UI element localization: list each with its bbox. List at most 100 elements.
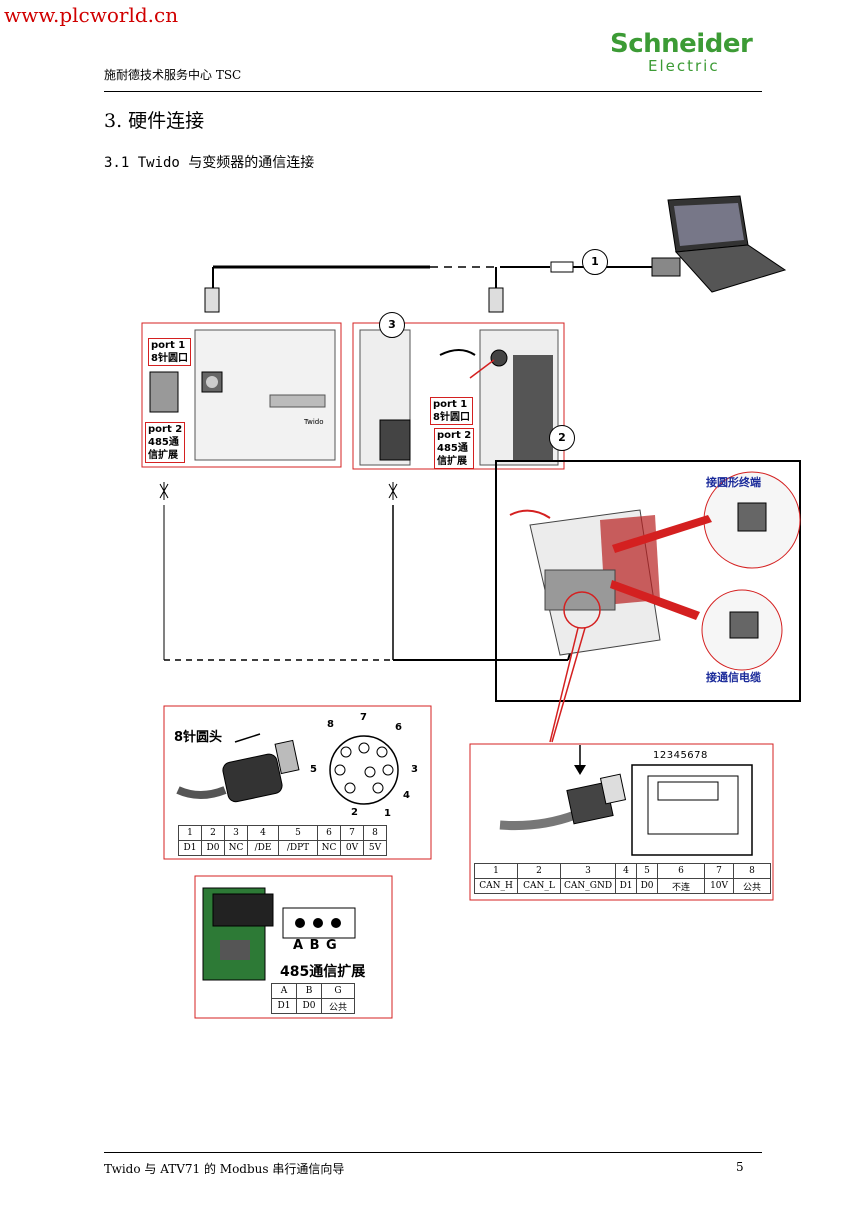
table-cell: 8 xyxy=(363,825,387,841)
table-cell: NC xyxy=(224,840,248,856)
section-title: 3. 硬件连接 xyxy=(104,110,205,132)
table-cell: 3 xyxy=(559,863,617,879)
table-cell: 5V xyxy=(363,840,387,856)
table-cell: 1 xyxy=(474,863,518,879)
right-port2-label: port 2 485通 信扩展 xyxy=(434,428,475,469)
rs485-module-board xyxy=(202,887,274,981)
footer-divider xyxy=(104,1152,762,1153)
table-cell: CAN_GND xyxy=(559,878,617,894)
pin-table-8pin: 1 2 3 4 5 6 7 8 D1 D0 NC /DE /DPT NC 0V … xyxy=(178,825,387,856)
connector-8pin-label: 8针圆头 xyxy=(174,730,223,745)
din-pin-5: 5 xyxy=(310,764,317,775)
table-cell: 4 xyxy=(615,863,638,879)
rj45-frame xyxy=(469,743,774,901)
table-row: 1 2 3 4 5 6 7 8 xyxy=(474,863,772,879)
din-pin-4: 4 xyxy=(403,790,410,801)
footer-title: Twido 与 ATV71 的 Modbus 串行通信向导 xyxy=(104,1162,345,1176)
logo-line1: Schneider xyxy=(610,29,753,59)
table-cell: 7 xyxy=(704,863,735,879)
header-text: 施耐德技术服务中心 TSC xyxy=(104,68,242,82)
cable-plug-left xyxy=(204,287,220,313)
module-485-label: 485通信扩展 xyxy=(280,964,366,980)
table-row: 1 2 3 4 5 6 7 8 xyxy=(178,825,387,841)
din-pin-1: 1 xyxy=(384,808,391,819)
module-485-frame xyxy=(194,875,393,1019)
table-cell: D0 xyxy=(296,998,322,1014)
table-cell: 6 xyxy=(657,863,706,879)
table-cell: 0V xyxy=(340,840,364,856)
table-cell: 8 xyxy=(733,863,772,879)
table-row: A B G xyxy=(271,983,355,999)
table-cell: D1 xyxy=(271,998,297,1014)
callout-3: 3 xyxy=(379,312,405,338)
table-cell: 6 xyxy=(317,825,341,841)
table-row: D1 D0 公共 xyxy=(271,998,355,1014)
table-cell: 不连 xyxy=(657,878,706,894)
din-pin-7: 7 xyxy=(360,712,367,723)
table-cell: D1 xyxy=(178,840,202,856)
logo-line2: Electric xyxy=(648,57,720,75)
din-pin-6: 6 xyxy=(395,722,402,733)
din-pin-2: 2 xyxy=(351,807,358,818)
table-cell: /DE xyxy=(247,840,279,856)
left-port1-label: port 1 8针圆口 xyxy=(148,338,191,366)
din-pinout xyxy=(329,735,399,805)
left-port2-line1: port 2 xyxy=(148,424,183,435)
table-cell: 5 xyxy=(278,825,318,841)
table-row: D1 D0 NC /DE /DPT NC 0V 5V xyxy=(178,840,387,856)
drive-label-top: 接圆形终端 xyxy=(706,476,761,489)
callout-1: 1 xyxy=(582,249,608,275)
drive-illustration xyxy=(509,471,801,671)
right-port2-line3: 信扩展 xyxy=(437,456,467,467)
table-cell: /DPT xyxy=(278,840,318,856)
cable-plug-right xyxy=(488,287,504,313)
ground-symbol-right xyxy=(388,482,398,500)
laptop-icon xyxy=(667,195,787,293)
table-cell: 公共 xyxy=(733,878,772,894)
table-cell: 1 xyxy=(178,825,202,841)
plc-brand: Twido xyxy=(304,418,324,426)
pin-table-rj45: 1 2 3 4 5 6 7 8 CAN_H CAN_L CAN_GND D1 D… xyxy=(474,863,772,894)
table-cell: 7 xyxy=(340,825,364,841)
drive-label-bottom: 接通信电缆 xyxy=(706,671,761,684)
rj45-cable xyxy=(499,745,627,831)
right-port2-line2: 485通 xyxy=(437,443,468,454)
din-pin-3: 3 xyxy=(411,764,418,775)
table-row: CAN_H CAN_L CAN_GND D1 D0 不连 10V 公共 xyxy=(474,878,772,894)
left-port2-label: port 2 485通 信扩展 xyxy=(145,422,186,463)
right-port1-line1: port 1 xyxy=(433,399,468,410)
table-cell: CAN_H xyxy=(474,878,518,894)
table-cell: B xyxy=(296,983,322,999)
ground-symbol-left xyxy=(159,482,169,500)
table-cell: 10V xyxy=(704,878,735,894)
table-cell: A xyxy=(271,983,297,999)
mini-din-cable xyxy=(176,733,300,803)
table-cell: NC xyxy=(317,840,341,856)
section-subtitle: 3.1 Twido 与变频器的通信连接 xyxy=(104,155,315,171)
table-cell: 5 xyxy=(636,863,659,879)
left-port1-line1: port 1 xyxy=(151,340,186,351)
table-cell: 2 xyxy=(517,863,561,879)
table-cell: D1 xyxy=(615,878,638,894)
header-divider xyxy=(104,91,762,92)
pin-table-485: A B G D1 D0 公共 xyxy=(271,983,355,1014)
left-port1-line2: 8针圆口 xyxy=(151,353,188,364)
table-cell: CAN_L xyxy=(517,878,561,894)
page-number: 5 xyxy=(736,1160,744,1174)
right-port1-label: port 1 8针圆口 xyxy=(430,397,473,425)
table-cell: 3 xyxy=(224,825,248,841)
left-port2-line2: 485通 xyxy=(148,437,179,448)
table-cell: 2 xyxy=(201,825,225,841)
watermark: www.plcworld.cn xyxy=(4,3,179,27)
drive-frame xyxy=(495,460,801,702)
table-cell: 公共 xyxy=(321,998,355,1014)
usb-connector xyxy=(651,257,681,277)
right-plc-frame xyxy=(352,322,565,470)
left-485-module xyxy=(149,371,179,413)
left-plc-frame xyxy=(141,322,342,468)
terminal-labels: A B G xyxy=(293,938,338,953)
rj45-jack xyxy=(631,764,753,856)
callout-2: 2 xyxy=(549,425,575,451)
right-port1-line2: 8针圆口 xyxy=(433,412,470,423)
